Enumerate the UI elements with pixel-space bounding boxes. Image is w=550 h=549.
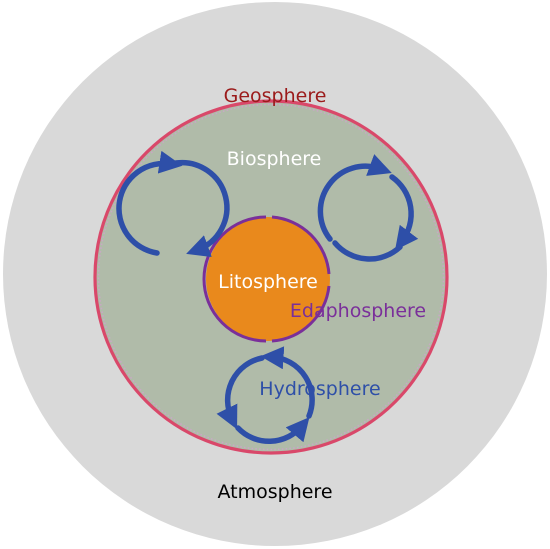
- edaphosphere-ring-segment-left: [202, 215, 267, 343]
- edaphosphere-ring-segment-lower-right: [271, 285, 331, 343]
- cycle-arrow-upper-right-b: [389, 174, 419, 251]
- biosphere-label: Biosphere: [227, 148, 322, 170]
- edaphosphere-ring-segment-upper-right: [271, 215, 331, 275]
- cycle-arrow-bottom-b: [235, 417, 310, 445]
- cycle-arrow-upper-right-c: [332, 240, 403, 262]
- edaphosphere-ring: [202, 215, 331, 343]
- hydrosphere-label: Hydrosphere: [259, 378, 380, 400]
- edaphosphere-label: Edaphosphere: [290, 300, 426, 322]
- litosphere-core: [206, 217, 330, 341]
- cycle-arrow-bottom-c: [260, 346, 315, 419]
- atmosphere-label: Atmosphere: [217, 481, 332, 503]
- geosphere-label: Geosphere: [224, 85, 327, 107]
- cycle-arrows: [116, 150, 419, 445]
- geosphere-dotted-ring: [97, 103, 445, 451]
- cycle-arrow-upper-left-a: [116, 150, 183, 256]
- cycle-arrow-upper-left-b: [173, 159, 230, 257]
- cycle-arrow-bottom-a: [216, 355, 265, 430]
- cycle-arrow-upper-right-a: [317, 154, 392, 242]
- litosphere-label: Litosphere: [218, 271, 318, 293]
